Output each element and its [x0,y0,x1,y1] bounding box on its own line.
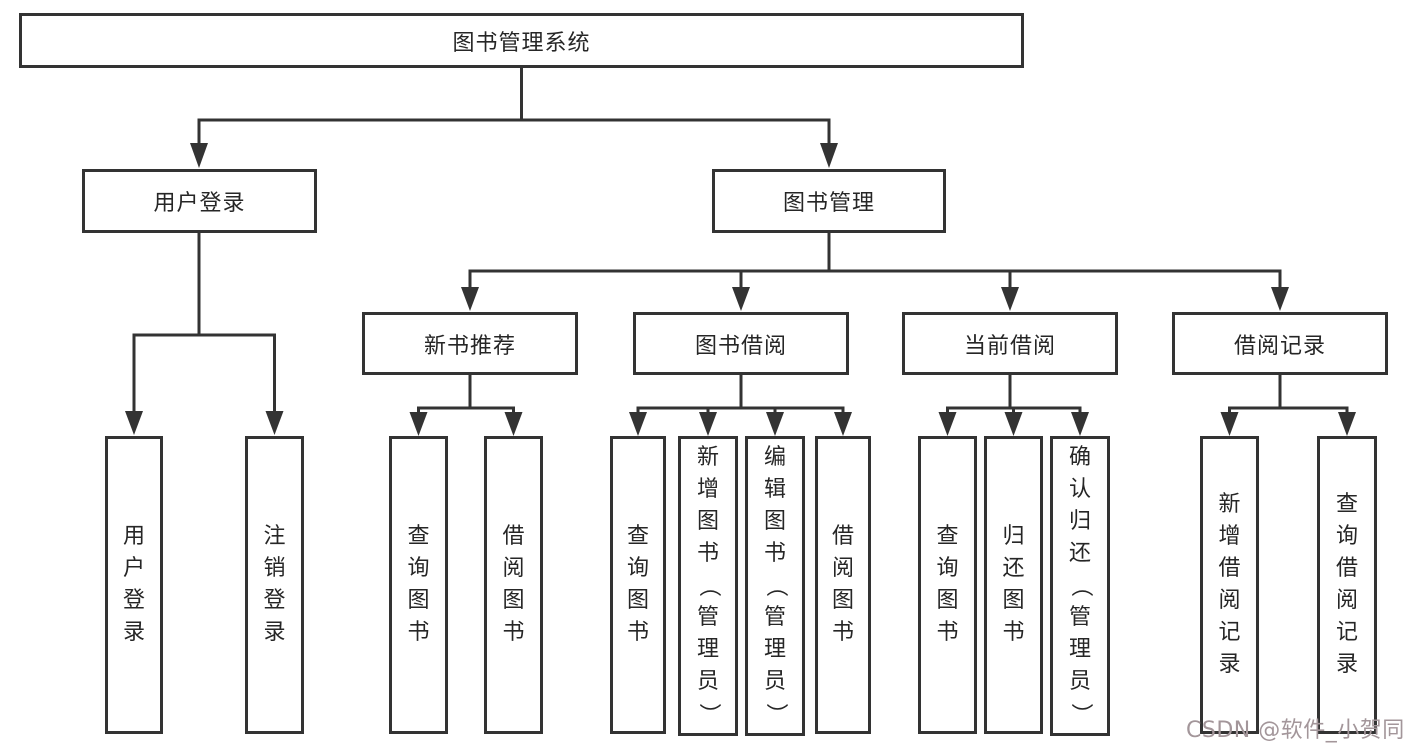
leaf-query-book-1: 查询图书 [389,436,448,734]
connector-borrow-record-leaves [1220,375,1356,436]
node-root-label: 图书管理系统 [452,30,591,56]
leaf-query-book-3: 查询图书 [918,436,977,734]
leaf-return-book: 归还图书 [984,436,1043,734]
node-borrow-record-label: 借阅记录 [1233,333,1326,359]
leaf-add-book-admin: 新增图书（管理员） [678,436,738,736]
node-current-borrow: 当前借阅 [902,312,1118,375]
leaf-edit-book-admin: 编辑图书（管理员） [745,436,805,736]
leaf-user-login: 用户登录 [105,436,163,734]
node-new-book-recommend-label: 新书推荐 [423,333,516,359]
connector-root-to-branches [190,68,838,168]
leaf-logout: 注销登录 [245,436,304,734]
leaf-borrow-book-1: 借阅图书 [484,436,543,734]
node-new-book-recommend: 新书推荐 [362,312,578,375]
node-book-management-label: 图书管理 [782,191,875,216]
csdn-watermark: CSDN @软件_小贺同学 [1186,718,1405,743]
connector-book-mgmt-to-groups [461,233,1289,311]
leaf-add-borrow-record: 新增借阅记录 [1200,436,1259,734]
node-book-borrow: 图书借阅 [633,312,849,375]
leaf-borrow-book-2: 借阅图书 [815,436,871,734]
node-borrow-record: 借阅记录 [1172,312,1388,375]
node-book-management: 图书管理 [712,169,946,233]
connector-book-borrow-leaves [629,375,852,436]
node-user-login: 用户登录 [82,169,317,233]
leaf-query-book-2: 查询图书 [610,436,666,734]
connector-user-login-leaves [125,233,284,435]
node-book-borrow-label: 图书借阅 [694,333,787,359]
node-root-library-system: 图书管理系统 [19,13,1024,68]
connector-new-book-leaves [409,375,523,436]
leaf-confirm-return-admin: 确认归还（管理员） [1050,436,1110,736]
leaf-query-borrow-record: 查询借阅记录 [1317,436,1377,734]
node-current-borrow-label: 当前借阅 [963,333,1056,359]
connector-current-borrow-leaves [938,375,1089,436]
node-user-login-label: 用户登录 [153,191,246,216]
